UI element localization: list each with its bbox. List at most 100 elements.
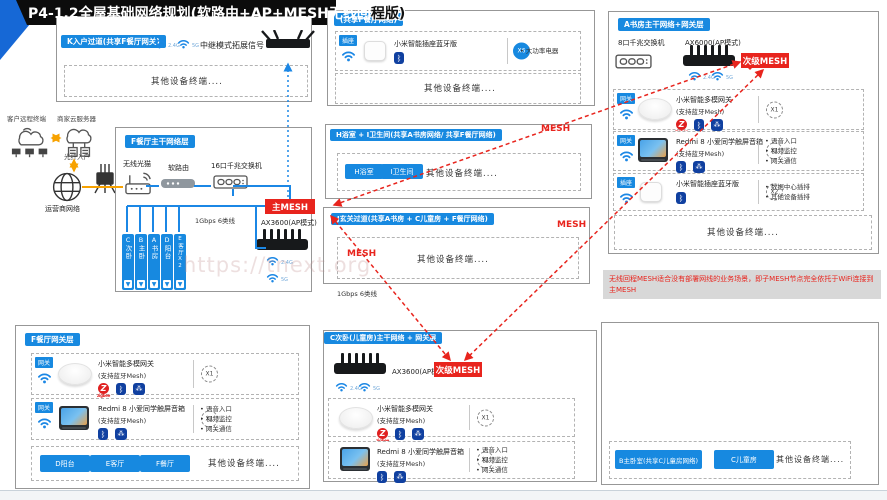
ap-router-icon	[334, 353, 386, 374]
other-devices-text: 其他设备终端....	[776, 455, 845, 464]
modem-icon	[125, 172, 151, 195]
wifi-icon	[620, 193, 633, 204]
down-arrow-icon	[124, 280, 132, 288]
down-arrow-icon	[137, 280, 145, 288]
mesh-icon	[412, 428, 424, 440]
use-item: 大功率电器	[520, 46, 578, 56]
box-f-gw-devices-area: D阳台 E客厅 F餐厅 其他设备终端....	[31, 446, 299, 481]
device-sub: (支持蓝牙Mesh)	[377, 460, 426, 468]
quantity-badge: X1	[477, 409, 494, 426]
wifi-icon	[620, 151, 633, 162]
repeater-router-icon	[261, 30, 315, 50]
sub-mesh-badge-c: 次级MESH	[434, 362, 482, 377]
wifi-band-label: 5G	[192, 43, 200, 49]
use-item: 视频监控	[200, 414, 296, 424]
fiber-entry-label: 光纤入户	[64, 153, 90, 161]
repeater-mode-text: 中继模式拓展信号	[200, 41, 264, 50]
tag-f-dining: F餐厅	[140, 455, 190, 472]
smart-display-device	[340, 447, 370, 471]
box-c-kids-room: C次卧(儿童房)主干网络 + 网关层 AX3600(AP模式) 2.4G 5G …	[323, 330, 597, 483]
zigbee-icon	[97, 383, 110, 398]
use-item: 网关通信	[765, 156, 861, 166]
row-divider	[507, 38, 508, 64]
use-item: 语音入口	[200, 404, 296, 414]
client-remote-label: 客户远程终端	[7, 115, 46, 123]
wifi-icon	[38, 418, 51, 429]
device-badge: 网关	[617, 135, 636, 146]
device-row-plug: 插座 小米智能插座蓝牙版 X6 大功率电器	[335, 31, 581, 71]
room-drop-d: D阳台	[161, 234, 173, 290]
wifi-24g-icon: 2.4G	[335, 381, 362, 392]
smart-plug-device	[364, 41, 386, 61]
quantity-badge: X1	[201, 365, 218, 383]
box-k-entry-corridor: K入户过道(共享F餐厅网关) 2.4G 5G 中继模式拓展信号 其他设备终端..…	[56, 16, 315, 102]
device-row-gateway: 网关 小米智能多模网关 (支持蓝牙Mesh) X1	[613, 89, 864, 134]
switch16-icon	[213, 175, 248, 189]
room-drop-b: B主卧	[135, 234, 147, 290]
box-g-devices-area: 其他设备终端....	[335, 73, 581, 104]
wifi-5g-icon: 5G	[711, 70, 733, 81]
wifi-band-label: 2.4G	[281, 260, 293, 266]
main-ap-label: AX3600(AP模式)	[261, 219, 317, 227]
box-f-trunk-label: F餐厅主干网络层	[125, 135, 195, 148]
cable-label: 1Gbps 6类线	[337, 290, 378, 298]
main-mesh-badge: 主MESH	[265, 199, 315, 214]
tag-d-balcony: D阳台	[40, 455, 90, 472]
soft-router-icon	[161, 179, 195, 188]
ap-label: AX3600(AP模式)	[392, 368, 448, 376]
box-c-label: C次卧(儿童房)主干网络 + 网关层	[324, 332, 443, 345]
box-a-devices-area: 其他设备终端....	[614, 215, 872, 250]
bluetooth-icon	[676, 161, 686, 173]
mesh-icon	[133, 383, 145, 395]
wifi-band-label: 5G	[726, 75, 734, 81]
tag-b-master: B主卧室(共享C儿童房网络)	[615, 450, 703, 469]
tag-h-bathroom: H浴室	[345, 164, 383, 179]
smart-display-device	[59, 406, 89, 430]
bluetooth-icon	[676, 192, 686, 204]
use-item: 视频监控	[765, 146, 861, 156]
box-g-label: (共享F餐厅网络)	[334, 13, 403, 26]
wifi-24g-icon: 2.4G	[153, 38, 180, 49]
row-divider	[758, 96, 759, 123]
room-drop-label: D阳台	[163, 236, 171, 260]
other-devices-text: 其他设备终端....	[426, 169, 498, 179]
other-devices-text: 其他设备终端....	[151, 77, 223, 87]
box-a-study-trunk: A书房主干网络+网关层 8口千兆交换机 AX6000(AP模式) 2.4G 5G…	[608, 11, 879, 254]
use-item: 网关通信	[476, 465, 572, 475]
use-item: 语音入口	[476, 445, 572, 455]
box-f-trunk: F餐厅主干网络层 无线光猫 软路由 16口千兆交换机 1Gbps 6类线 C次卧…	[115, 127, 317, 292]
device-sub: (支持蓝牙Mesh)	[98, 372, 147, 380]
bluetooth-icon	[98, 428, 108, 440]
page-title-main: P4-1.2全屋基础网络规划(软路由+AP+MESH无线回	[28, 6, 371, 22]
wifi-icon	[38, 373, 51, 384]
device-sub: (支持蓝牙Mesh)	[676, 150, 725, 158]
box-g-shared-dining: (共享F餐厅网络) 插座 小米智能插座蓝牙版 X6 大功率电器 其他设备终端..…	[327, 10, 595, 106]
bluetooth-icon	[116, 383, 126, 395]
device-badge: 网关	[35, 402, 54, 413]
use-item: 语音入口	[765, 136, 861, 146]
watermark: https://tnext.org	[183, 253, 372, 277]
other-devices-text: 其他设备终端....	[707, 228, 779, 238]
sub-mesh-badge-a: 次级MESH	[741, 53, 789, 70]
wifi-icon	[620, 109, 633, 120]
switch8-icon	[615, 54, 652, 69]
down-arrow-icon	[150, 280, 158, 288]
row-divider	[469, 405, 470, 430]
room-drop-label: B主卧	[137, 236, 145, 260]
wifi-band-label: 5G	[281, 277, 289, 283]
room-drop-e: E客厅X2	[174, 234, 186, 290]
row-divider	[193, 360, 194, 388]
row-divider	[758, 138, 759, 164]
remote-client-cloud-icon	[11, 127, 48, 158]
modem-label: 无线光猫	[123, 160, 151, 168]
box-k-label: K入户过道(共享F餐厅网关)	[61, 35, 166, 48]
box-k-devices-area: 其他设备终端....	[64, 65, 308, 97]
mesh-link-label: MESH	[541, 124, 571, 134]
device-badge: 网关	[617, 93, 636, 104]
device-row-plug: 插座 小米智能插座蓝牙版 X2 数据中心插排其他设备插排	[613, 173, 864, 211]
device-row-gateway: 小米智能多模网关 (支持蓝牙Mesh) X1	[328, 398, 575, 443]
wifi-5g-icon: 5G	[266, 272, 288, 283]
page-title-tail: 程版)	[370, 6, 406, 22]
device-sub: (支持蓝牙Mesh)	[676, 108, 725, 116]
room-drop-c: C次卧	[122, 234, 134, 290]
